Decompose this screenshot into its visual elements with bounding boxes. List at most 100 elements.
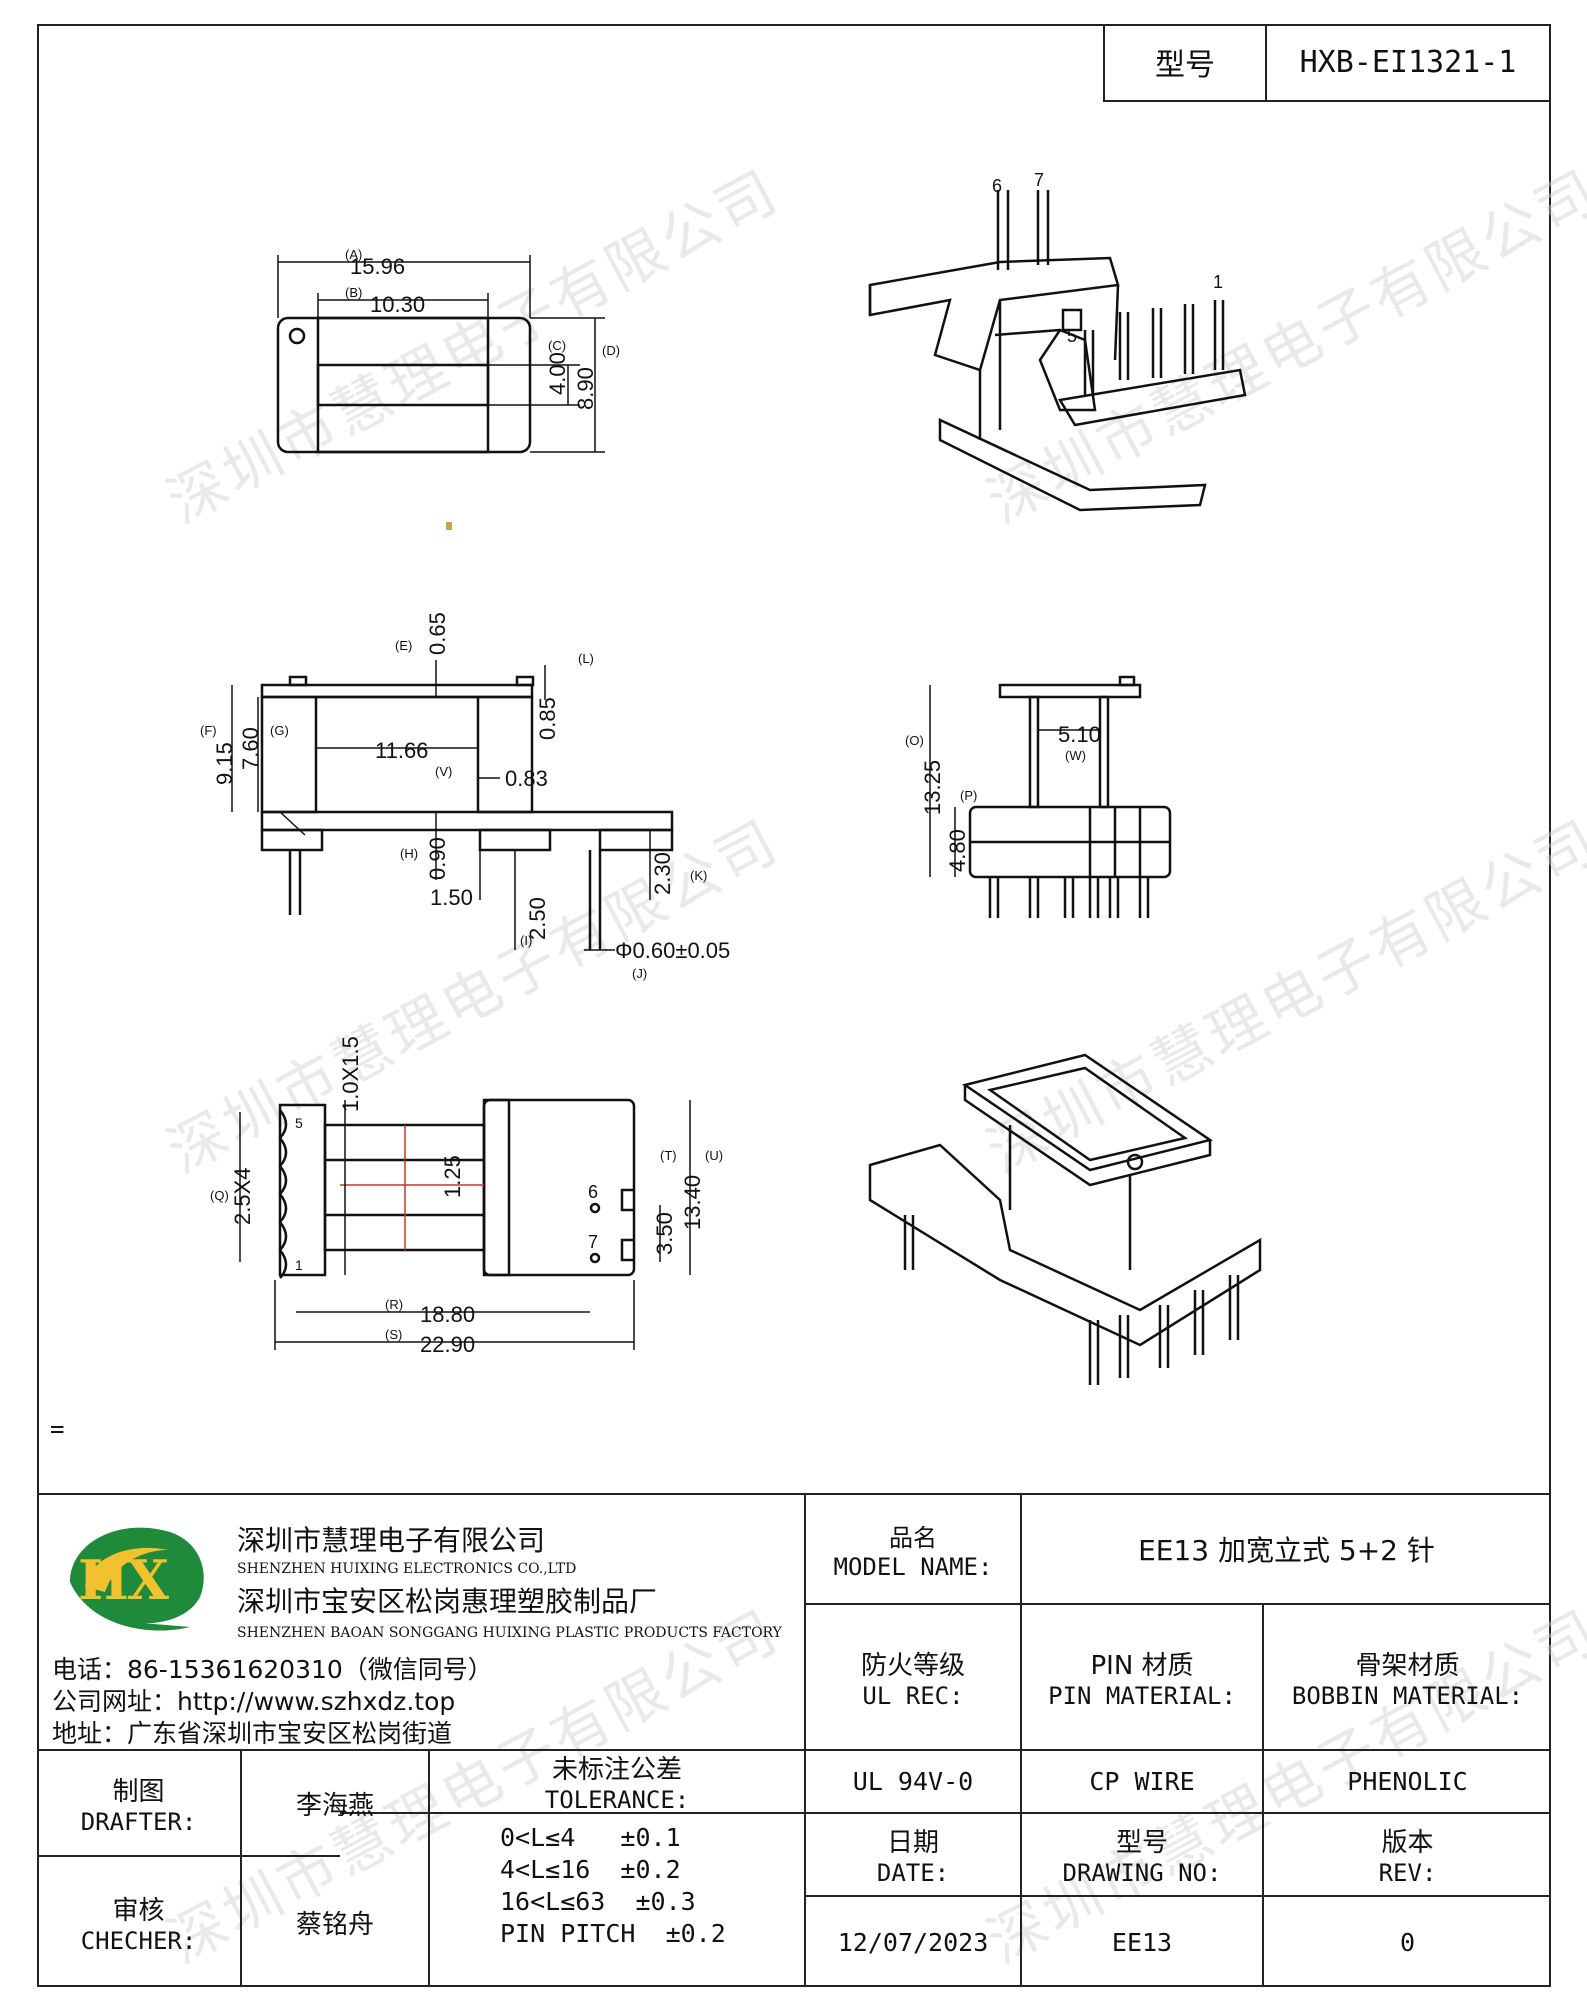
checker-value: 蔡铭舟 xyxy=(295,1909,374,1940)
tolerance-label: 未标注公差 TOLERANCE: xyxy=(430,1751,804,1814)
bobbin-material-cn: 骨架材质 xyxy=(1355,1650,1460,1681)
technical-drawing: 15.96 (A) 10.30 (B) (C) (D) 11.66 0.83 (… xyxy=(200,170,1262,1385)
dim-W-value: 5.10 xyxy=(1058,722,1101,747)
dim-Q-letter: (Q) xyxy=(210,1188,229,1203)
dim-1166-value: 11.66 xyxy=(375,738,428,763)
drafter-en: DRAFTER: xyxy=(80,1807,197,1836)
dim-K-letter: (K) xyxy=(690,868,707,883)
dim-V-letter: (V) xyxy=(435,764,452,779)
dim-K-value: 2.30 xyxy=(650,852,675,895)
pin-label-7-iso: 7 xyxy=(1034,170,1044,190)
pin-material-en: PIN MATERIAL: xyxy=(1048,1681,1236,1710)
dim-C-letter: (C) xyxy=(548,338,566,353)
pin-material-cn: PIN 材质 xyxy=(1090,1650,1194,1681)
date-cn: 日期 xyxy=(886,1828,939,1858)
dim-U-value: 13.40 xyxy=(680,1175,705,1230)
dim-C-value: 4.00 xyxy=(545,352,570,395)
logo-icon xyxy=(70,1527,204,1631)
pin-material-label: PIN 材质 PIN MATERIAL: xyxy=(1022,1605,1262,1749)
drawing-no-label: 型号 DRAWING NO: xyxy=(1022,1814,1262,1895)
title-block-divider xyxy=(428,1749,430,1987)
tolerance-cn: 未标注公差 xyxy=(551,1755,682,1785)
dim-G-value: 7.60 xyxy=(238,727,263,770)
model-name-value: EE13 加宽立式 5+2 针 xyxy=(1138,1534,1435,1567)
title-block-divider xyxy=(1262,1603,1264,1987)
company-phone: 电话：86-15361620310（微信同号） xyxy=(52,1655,493,1684)
drafter-cn: 制图 xyxy=(112,1776,165,1807)
title-block-row-line xyxy=(37,1855,340,1857)
dim-S-value: 22.90 xyxy=(420,1332,475,1357)
dim-mid-value: 1.25 xyxy=(440,1155,465,1198)
dim-A-letter: (A) xyxy=(345,247,362,262)
drafter-label: 制图 DRAFTER: xyxy=(37,1751,240,1855)
title-block-row-line xyxy=(340,1812,1551,1814)
dim-I-value: 2.50 xyxy=(525,897,550,940)
dim-pin-size-value: 1.0X1.5 xyxy=(338,1036,363,1112)
model-header-label: 型号 xyxy=(1105,24,1267,100)
title-block-row-line xyxy=(804,1603,1551,1605)
tolerance-row: PIN PITCH ±0.2 xyxy=(500,1919,726,1948)
rev-cn: 版本 xyxy=(1381,1828,1434,1858)
bottom-view xyxy=(239,1098,691,1350)
rev-label: 版本 REV: xyxy=(1264,1814,1551,1895)
dim-D-letter: (D) xyxy=(602,343,620,358)
side-view xyxy=(929,675,1172,918)
title-block-divider xyxy=(240,1749,242,1987)
model-name-label: 品名 MODEL NAME: xyxy=(806,1495,1020,1603)
pin-label-5-bottom: 5 xyxy=(295,1115,303,1131)
ul-rec-label: 防火等级 UL REC: xyxy=(806,1605,1020,1749)
title-block-row-line xyxy=(37,1749,1551,1751)
pin-material-value: CP WIRE xyxy=(1089,1767,1195,1796)
company-address: 地址：广东省深圳市宝安区松岗街道 xyxy=(52,1719,453,1748)
dim-A-value: 15.96 xyxy=(350,254,405,279)
company-website: 公司网址：http://www.szhxdz.top xyxy=(52,1687,456,1716)
dim-T-value: 3.50 xyxy=(652,1212,677,1255)
dim-H-value: 0.90 xyxy=(425,837,450,880)
company-name-en: SHENZHEN HUIXING ELECTRONICS CO.,LTD xyxy=(237,1561,577,1577)
tolerance-en: TOLERANCE: xyxy=(544,1786,690,1814)
dim-H-letter: (H) xyxy=(400,846,418,861)
dim-I-letter: (I) xyxy=(520,933,532,948)
date-label: 日期 DATE: xyxy=(806,1814,1020,1895)
date-value: 12/07/2023 xyxy=(837,1927,989,1957)
dim-S-letter: (S) xyxy=(385,1327,402,1342)
drawing-no-cn: 型号 xyxy=(1115,1828,1168,1858)
ul-rec-en: UL REC: xyxy=(862,1681,964,1710)
title-block-divider xyxy=(1020,1493,1022,1987)
title-block-top-line xyxy=(37,1493,1551,1495)
factory-name-cn: 深圳市宝安区松岗惠理塑胶制品厂 xyxy=(237,1585,658,1618)
dim-O-value: 13.25 xyxy=(920,760,945,815)
pin-label-6-iso: 6 xyxy=(992,176,1002,196)
ul-value: UL 94V-0 xyxy=(852,1767,974,1796)
drafter-value: 李海燕 xyxy=(295,1790,374,1821)
tolerance-row: 4<L≤16 ±0.2 xyxy=(500,1855,681,1884)
tolerance-list: 0<L≤4 ±0.1 4<L≤16 ±0.2 16<L≤63 ±0.3 PIN … xyxy=(500,1822,726,1950)
dim-L-value: 0.85 xyxy=(535,697,560,740)
pin-label-6-bottom: 6 xyxy=(588,1182,598,1202)
pin-label-5-iso: 5 xyxy=(1067,326,1077,346)
dim-G-letter: (G) xyxy=(270,723,289,738)
date-en: DATE: xyxy=(876,1859,950,1887)
tolerance-row: 0<L≤4 ±0.1 xyxy=(500,1823,681,1852)
pin-label-1-bottom: 1 xyxy=(295,1257,303,1273)
dim-B-value: 10.30 xyxy=(370,292,425,317)
dim-R-value: 18.80 xyxy=(420,1302,475,1327)
bobbin-material-label: 骨架材质 BOBBIN MATERIAL: xyxy=(1264,1605,1551,1749)
dim-E-letter: (E) xyxy=(395,638,412,653)
bobbin-material-en: BOBBIN MATERIAL: xyxy=(1291,1681,1524,1710)
title-block-divider xyxy=(804,1493,806,1987)
iso-view-bottom xyxy=(868,1053,1262,1385)
stray-mark: = xyxy=(50,1415,65,1443)
dim-U-letter: (U) xyxy=(705,1148,723,1163)
rev-en: REV: xyxy=(1378,1859,1437,1887)
dim-F-value: 9.15 xyxy=(212,742,237,785)
dim-E-value: 0.65 xyxy=(425,612,450,655)
dim-P-letter: (P) xyxy=(960,788,977,803)
factory-name-en: SHENZHEN BAOAN SONGGANG HUIXING PLASTIC … xyxy=(237,1625,782,1641)
pin-label-1-iso: 1 xyxy=(1213,272,1223,292)
company-logo: HX xyxy=(50,1512,212,1632)
model-name-en: MODEL NAME: xyxy=(833,1552,993,1581)
logo-text: HX xyxy=(78,1548,169,1612)
checker-cn: 审核 xyxy=(112,1895,165,1926)
dim-B-letter: (B) xyxy=(345,285,362,300)
